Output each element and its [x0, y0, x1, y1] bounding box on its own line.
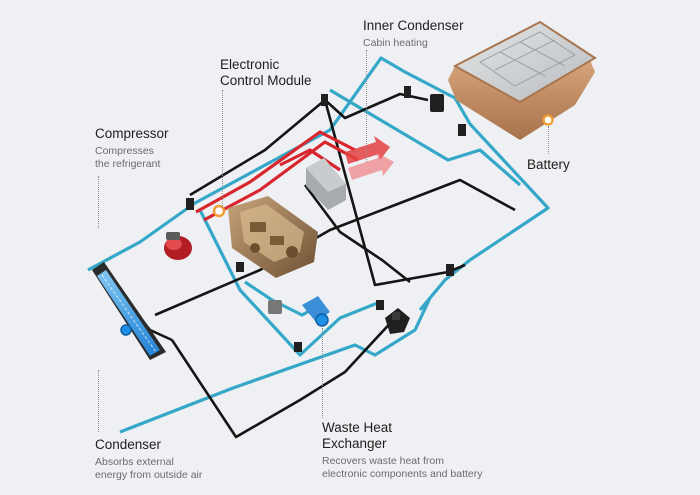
hot-refrigerant-lines	[195, 130, 359, 222]
coolant-loop-battery	[418, 97, 550, 312]
coolant-loop-outer	[119, 297, 432, 434]
black-line-right	[323, 99, 466, 287]
label-waste-heat: Waste Heat Exchanger Recovers waste heat…	[322, 420, 483, 481]
coolant-return	[198, 209, 381, 357]
label-inner-condenser: Inner Condenser Cabin heating	[363, 18, 464, 50]
waste-heat-subtitle-line2: electronic components and battery	[322, 468, 483, 480]
waste-heat-exchanger-unit	[268, 296, 330, 327]
heat-arrows	[345, 136, 394, 180]
black-line-lower	[170, 316, 397, 439]
inner-condenser-title: Inner Condenser	[363, 18, 464, 33]
compressor-subtitle-line2: the refrigerant	[95, 158, 161, 170]
leader-compressor	[98, 176, 99, 228]
leader-battery	[548, 126, 549, 154]
leader-condenser	[98, 370, 99, 432]
compressor-marker	[212, 204, 226, 218]
battery-pack	[448, 20, 597, 140]
label-condenser: Condenser Absorbs external energy from o…	[95, 437, 202, 482]
condenser-subtitle-line2: energy from outside air	[95, 469, 203, 481]
coolant-loop-left	[87, 56, 456, 272]
coolant-pipes	[87, 56, 550, 434]
inner-condenser-unit	[306, 158, 346, 210]
battery-marker	[542, 114, 554, 126]
condenser-subtitle-line1: Absorbs external	[95, 456, 174, 468]
ecm-title-line2: Control Module	[220, 73, 312, 88]
black-line-mid	[303, 184, 411, 284]
inner-condenser-subtitle: Cabin heating	[363, 37, 428, 49]
label-battery: Battery	[527, 157, 570, 173]
leader-waste-heat	[322, 328, 323, 418]
compressor-subtitle-line1: Compresses	[95, 145, 154, 157]
leader-inner-condenser	[366, 50, 367, 162]
leader-ecm	[222, 90, 223, 208]
pump-unit	[385, 308, 410, 334]
battery-title: Battery	[527, 157, 570, 172]
heat-arrow-1	[345, 136, 390, 164]
hot-line-3	[279, 148, 341, 172]
waste-heat-title-line2: Exchanger	[322, 436, 387, 451]
electronic-module	[228, 196, 318, 278]
black-line-cross	[154, 178, 516, 317]
heat-arrow-2	[348, 152, 394, 180]
waste-heat-subtitle-line1: Recovers waste heat from	[322, 455, 444, 467]
label-compressor: Compressor Compresses the refrigerant	[95, 126, 169, 171]
waste-heat-title-line1: Waste Heat	[322, 420, 393, 435]
coolant-branch-a	[329, 88, 522, 187]
hot-line-2	[203, 140, 359, 222]
label-ecm: Electronic Control Module	[220, 57, 312, 89]
condenser-valve	[120, 324, 132, 336]
ecm-title-line1: Electronic	[220, 57, 280, 72]
hot-line-1	[195, 130, 356, 214]
condenser-unit	[92, 262, 166, 360]
pipe-connectors	[186, 86, 466, 352]
battery-top	[452, 20, 597, 104]
compressor-title: Compressor	[95, 126, 169, 141]
compressor-unit	[164, 204, 226, 260]
condenser-title: Condenser	[95, 437, 162, 452]
